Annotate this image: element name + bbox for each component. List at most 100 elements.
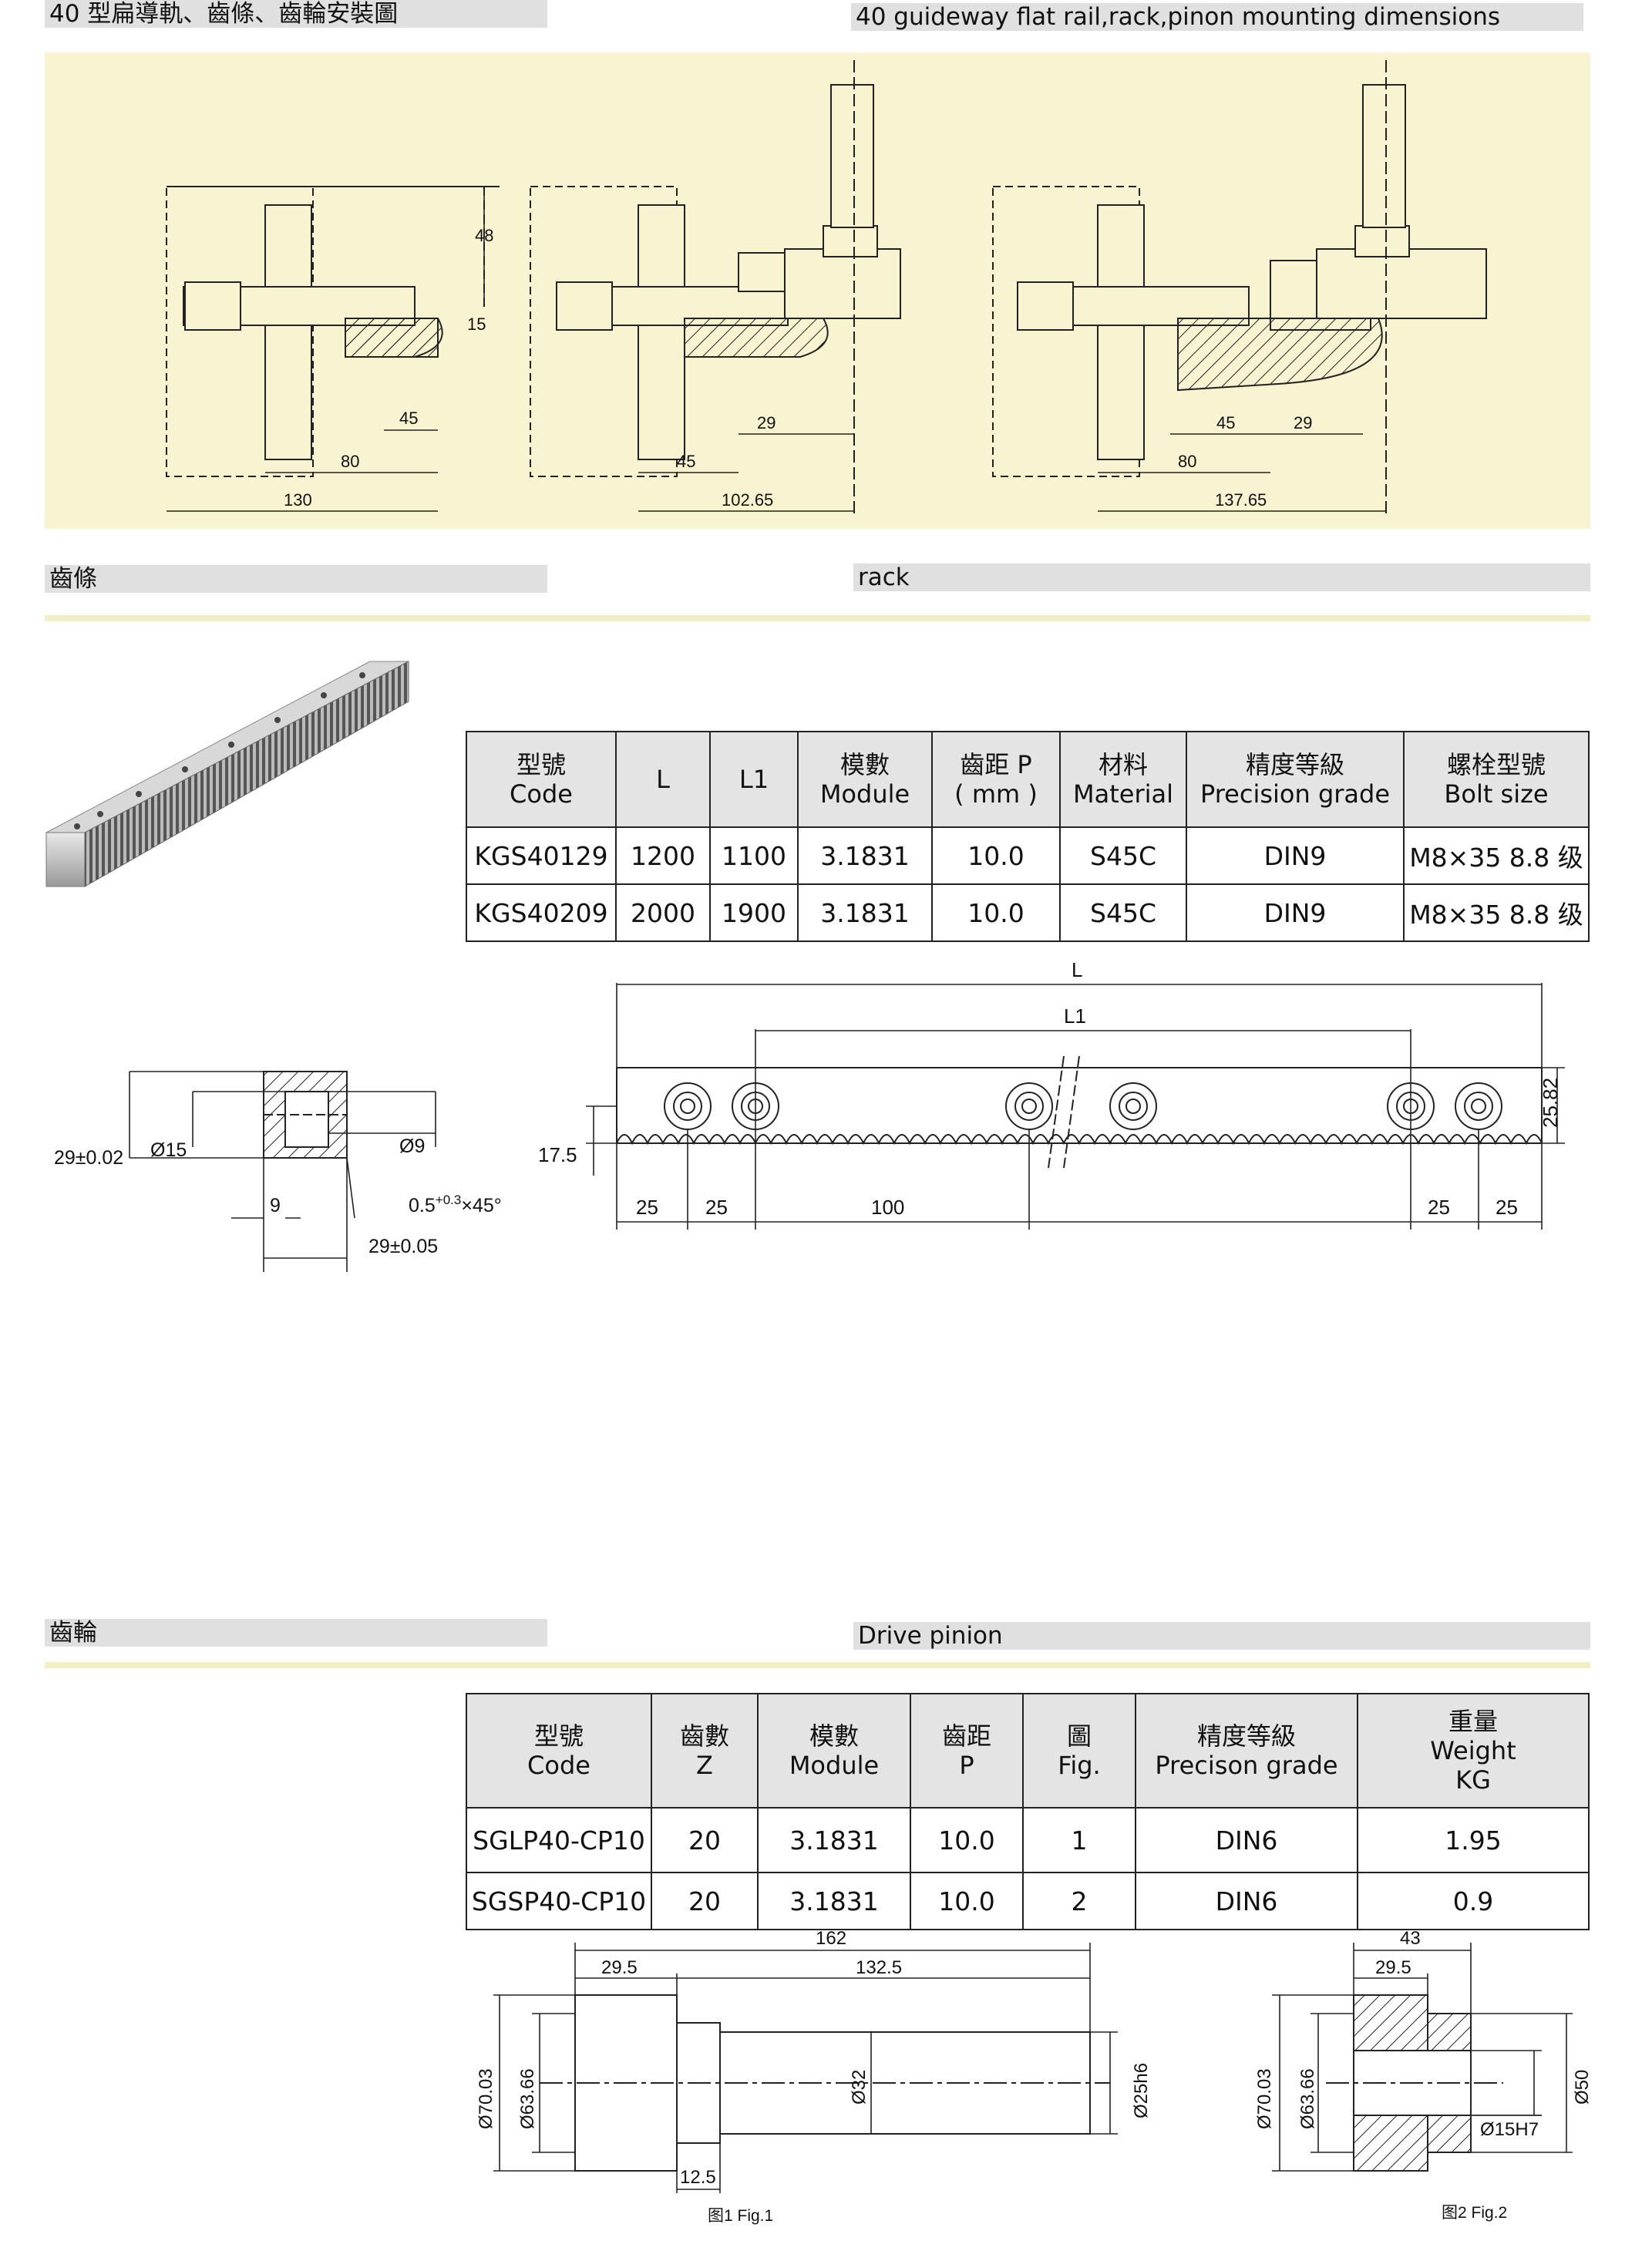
dim-45-a: 45 [399,409,418,428]
rack-row: KGS40129 1200 1100 3.1831 10.0 S45C DIN9… [466,826,1590,885]
rack-dim-p4: 25 [1428,1196,1450,1219]
pin-h-code-en: Code [527,1751,590,1780]
rack-h-material-cn: 材料 [1098,750,1148,779]
pinion-row: SGLP40-CP10 20 3.1831 10.0 1 DIN6 1.95 [466,1807,1590,1873]
rack-h-precision-en: Precision grade [1199,779,1391,809]
dim-80-c: 80 [1178,452,1196,471]
rack-dim-L1: L1 [1064,1004,1086,1028]
pinion-cell: DIN6 [1135,1807,1358,1873]
pinion-cell: 3.1831 [757,1807,911,1873]
fig1-dim-162: 162 [816,1928,846,1949]
pinion-cell: 20 [651,1807,759,1873]
section-dim-9dia: Ø9 [399,1136,425,1157]
rack-h-bolt-cn: 螺栓型號 [1446,750,1546,779]
section1-title-cn: 40 型扁導軌、齒條、齒輪安裝圖 [45,0,547,28]
section-chamfer: 0.5+0.3×45° [409,1193,502,1216]
pinion-title-cn: 齒輪 [45,1619,547,1647]
dim-102: 102.65 [722,490,773,510]
rack-dim-L: L [1072,958,1082,981]
fig1-dim-25: Ø25h6 [1131,2063,1152,2118]
rack-cell: M8×35 8.8 级 [1403,826,1590,885]
pin-h-code-cn: 型號 [533,1721,584,1751]
pin-h-precision-en: Precison grade [1155,1751,1338,1780]
rack-title-cn: 齒條 [45,565,547,593]
dim-15: 15 [467,315,486,334]
rack-cell: KGS40129 [466,826,617,885]
dim-130: 130 [284,490,312,510]
rack-cell: 1200 [615,826,711,885]
section-dim-29b: 29±0.05 [368,1236,438,1257]
rack-h-material-en: Material [1073,779,1173,809]
pin-h-fig-cn: 圖 [1066,1721,1092,1751]
rack-cell: 1900 [709,883,799,942]
pin-h-teeth-cn: 齒數 [679,1721,729,1751]
dim-45-b: 45 [677,452,695,471]
rack-h-l1: L1 [739,765,769,794]
pin-h-weight-cn: 重量 [1448,1707,1498,1736]
rack-dim-p2: 25 [705,1196,728,1219]
mounting-fig-b [530,60,901,515]
fig2-dim-70: Ø70.03 [1254,2068,1275,2129]
rack-divider [45,615,1590,621]
rack-cell: 10.0 [931,883,1061,942]
pin-h-teeth-en: Z [696,1751,713,1780]
rack-side-drawing: L L1 25.82 17.5 25 25 100 25 25 [538,958,1565,1230]
rack-cell: 1100 [709,826,799,885]
pin-h-module-en: Module [789,1751,880,1780]
fig2-dim-63: Ø63.66 [1297,2068,1318,2129]
fig1-dim-29: 29.5 [601,1957,638,1978]
rack-cell: M8×35 8.8 级 [1403,883,1590,942]
mounting-drawing-panel: 48 15 45 80 130 29 45 102.65 45 29 80 13… [45,52,1590,529]
fig1-caption: 图1 Fig.1 [708,2207,774,2225]
fig1-dim-70: Ø70.03 [476,2068,496,2129]
section-dim-9: 9 [270,1195,281,1216]
rack-cell: KGS40209 [466,883,617,942]
rack-h-code-cn: 型號 [516,750,566,779]
pinion-cell: 20 [651,1872,759,1930]
pinion-cell: 2 [1022,1872,1136,1930]
fig1-dim-32: Ø32 [849,2070,870,2105]
fig2-dim-50: Ø50 [1572,2070,1593,2105]
rack-h-l: L [656,765,670,794]
pinion-fig2-drawing: 43 29.5 Ø70.03 Ø63.66 Ø50 Ø15H7 [1254,1928,1593,2172]
pinion-divider [45,1662,1590,1668]
mounting-fig-c [992,60,1487,515]
rack-cell: DIN9 [1186,883,1405,942]
fig2-caption: 图2 Fig.2 [1442,2204,1508,2222]
rack-title-en: rack [853,564,1590,591]
pinion-fig1-drawing: 162 29.5 132.5 Ø70.03 Ø63.66 Ø32 Ø25h6 1… [476,1928,1152,2193]
pinion-cell: SGSP40-CP10 [466,1872,652,1930]
rack-cell: DIN9 [1186,826,1405,885]
rack-cell: 2000 [615,883,711,942]
rack-cell: 3.1831 [797,826,933,885]
rack-dim-p1: 25 [636,1196,658,1219]
section-dim-15: Ø15 [150,1139,187,1161]
rack-h-precision-cn: 精度等級 [1245,750,1344,779]
pinion-title-en: Drive pinion [853,1622,1590,1650]
fig1-dim-132: 132.5 [856,1957,902,1978]
pin-h-module-cn: 模數 [809,1721,859,1751]
pinion-cell: 10.0 [910,1872,1024,1930]
pinion-cell: 0.9 [1357,1872,1590,1930]
pin-h-pitch-en: P [959,1751,974,1780]
fig1-dim-63: Ø63.66 [517,2068,538,2129]
pinion-cell: SGLP40-CP10 [466,1807,652,1873]
dim-29-b: 29 [757,413,776,432]
pinion-row: SGSP40-CP10 20 3.1831 10.0 2 DIN6 0.9 [466,1872,1590,1930]
rack-dim-p3: 100 [871,1196,904,1219]
pin-h-weight-en: Weight [1430,1736,1516,1765]
rack-h-module-cn: 模數 [839,750,890,779]
mounting-drawing: 48 15 45 80 130 29 45 102.65 45 29 80 13… [166,60,1487,515]
dim-48: 48 [475,226,493,245]
pinion-cell: 1 [1022,1807,1136,1873]
pinion-cell: 10.0 [910,1807,1024,1873]
rack-cell: S45C [1059,883,1187,942]
pin-h-weight-unit: KG [1455,1765,1491,1795]
dim-80-a: 80 [341,452,359,471]
rack-h-bolt-en: Bolt size [1444,779,1549,809]
dim-29-c: 29 [1294,413,1312,432]
mounting-fig-a [166,186,500,477]
rack-photo [45,661,409,887]
